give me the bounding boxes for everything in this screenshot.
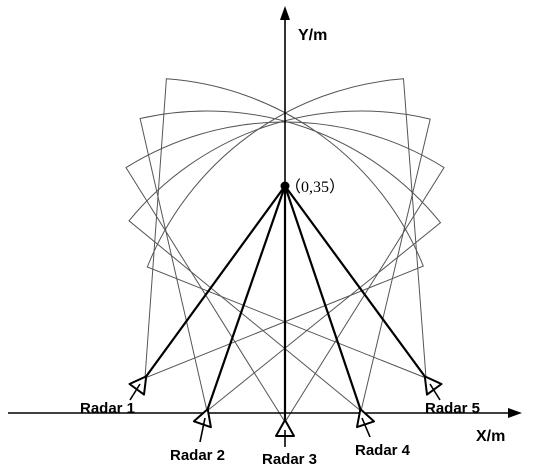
radar-2-coverage-sector	[139, 110, 442, 412]
radar-5-label: Radar 5	[425, 400, 480, 417]
radar-5-icon	[423, 375, 443, 396]
radar-3-label: Radar 3	[262, 451, 317, 468]
radar-1-label: Radar 1	[80, 400, 135, 417]
radar-5-leader-line	[429, 383, 441, 401]
radar-5-coverage-sector	[146, 78, 427, 379]
radar-1-coverage-sector	[144, 78, 424, 379]
radar-4-target-line	[283, 185, 363, 412]
radar-4-icon	[356, 408, 375, 429]
radar-4-coverage-sector	[128, 110, 431, 412]
y-axis-arrow-icon	[280, 6, 290, 20]
radar-1-icon	[128, 375, 148, 396]
radar-2-icon	[192, 408, 212, 429]
radar-1-target-line	[144, 185, 286, 379]
radar-2-target-line	[205, 185, 287, 412]
radar-4-leader-line	[361, 417, 371, 438]
radar-labels: Radar 1 Radar 2 Radar 3 Radar 4 Radar 5	[80, 383, 480, 468]
y-axis-label: Y/m	[298, 27, 327, 44]
target-point	[280, 181, 290, 191]
radar-5-target-line	[284, 185, 427, 379]
radar-4-label: Radar 4	[355, 442, 411, 459]
radar-2-leader-line	[199, 417, 206, 443]
x-axis-arrow-icon	[508, 408, 522, 418]
target-lines	[144, 185, 427, 422]
radar-1-leader-line	[129, 383, 141, 401]
x-axis-label: X/m	[476, 428, 505, 445]
target-coordinate-label: （0,35）	[285, 178, 345, 196]
radar-2-label: Radar 2	[170, 447, 225, 464]
